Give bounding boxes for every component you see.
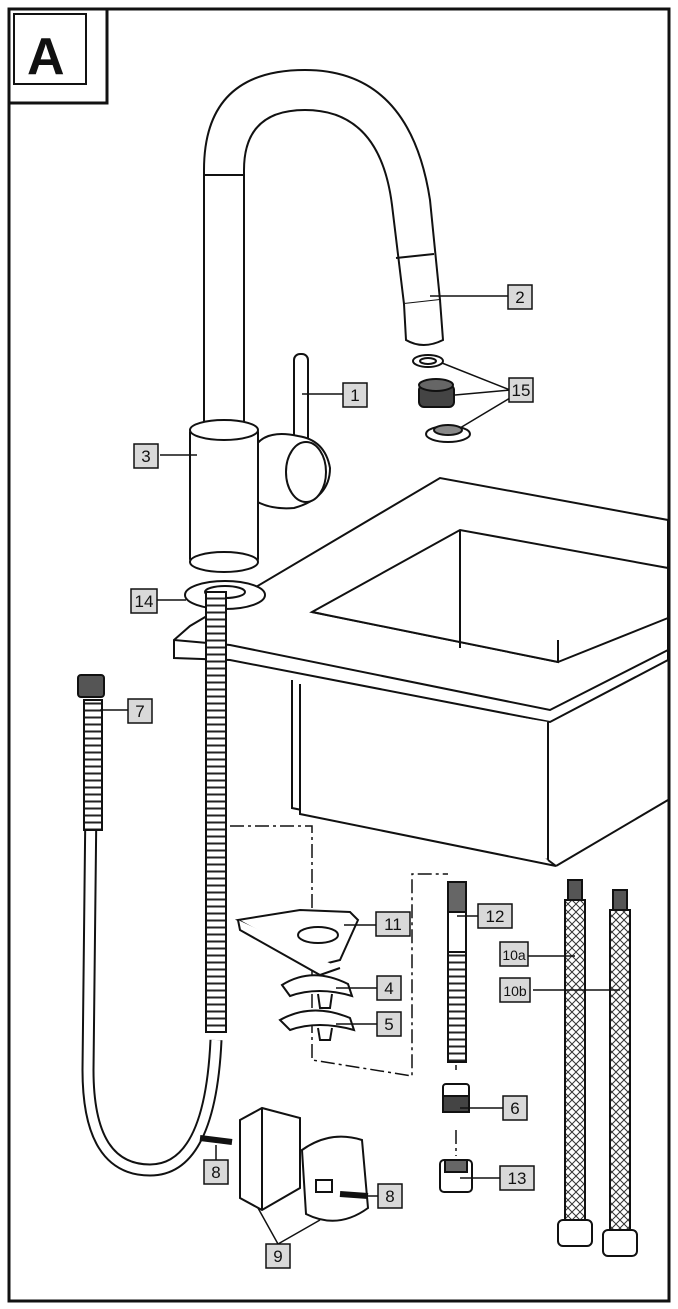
sink	[173, 476, 669, 867]
callout-7: 7	[135, 702, 144, 721]
callout-boxes	[127, 284, 535, 1269]
callout-9: 9	[273, 1247, 282, 1266]
aerator-parts	[412, 354, 471, 443]
mounting-plate	[234, 908, 360, 977]
faucet-body	[189, 419, 259, 573]
callout-15: 15	[512, 381, 531, 400]
callout-14: 14	[135, 592, 154, 611]
supply-hoses	[557, 879, 638, 1257]
callout-6: 6	[510, 1099, 519, 1118]
callout-2: 2	[515, 288, 524, 307]
callout-10a: 10a	[502, 947, 526, 963]
callout-13: 13	[508, 1169, 527, 1188]
leader-lines	[100, 295, 620, 1246]
nuts	[439, 1083, 473, 1193]
callout-11: 11	[384, 915, 402, 934]
callout-1: 1	[350, 386, 359, 405]
callout-3: 3	[141, 447, 150, 466]
faucet-spout	[203, 68, 445, 431]
callout-labels: 2 1 15 3 14 7 11 4 5 12 10a 10b 6 13 8 8…	[135, 288, 531, 1266]
hose-weight	[199, 1106, 370, 1222]
faucet-handle	[250, 353, 332, 510]
callout-12: 12	[486, 907, 505, 926]
callout-10b: 10b	[503, 983, 527, 999]
callout-8-left: 8	[211, 1163, 220, 1182]
fork-washers	[278, 974, 356, 1041]
callout-4: 4	[384, 979, 393, 998]
callout-5: 5	[384, 1015, 393, 1034]
pullout-hose	[77, 591, 227, 1177]
threaded-rod	[447, 881, 467, 1063]
panel-label: A	[27, 28, 65, 86]
callout-8-right: 8	[385, 1187, 394, 1206]
